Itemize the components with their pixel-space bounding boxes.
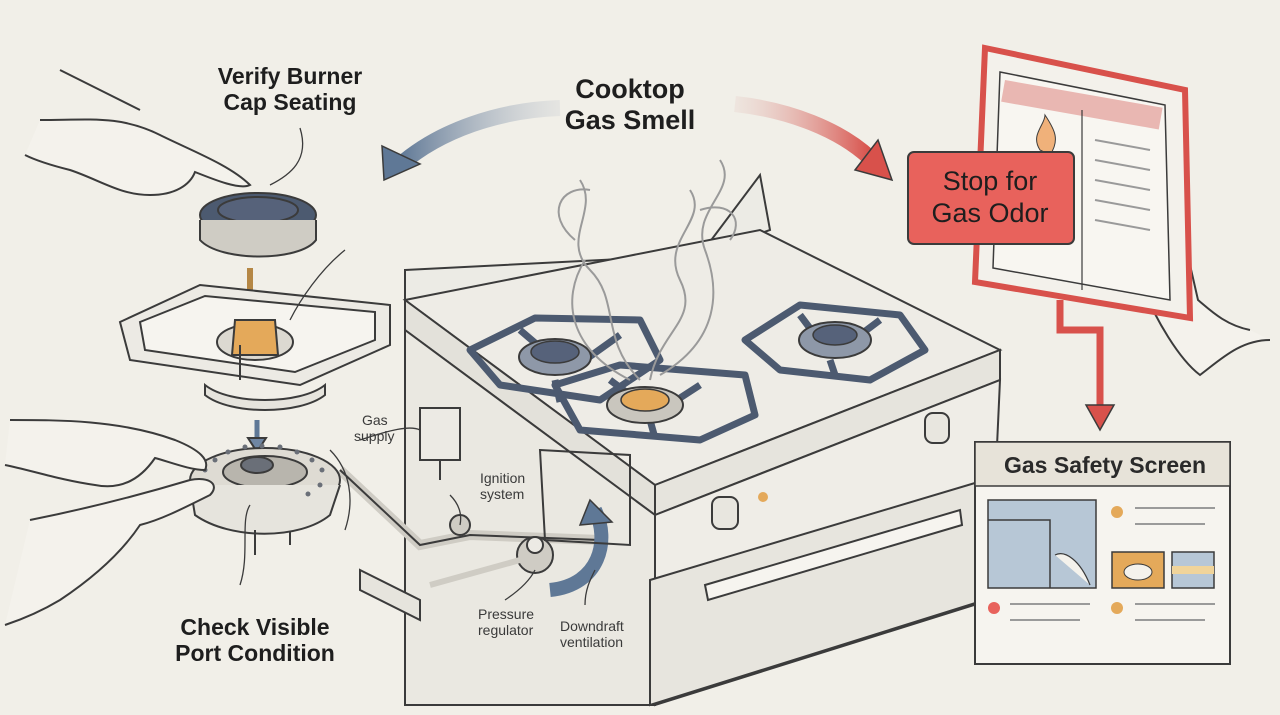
hand-pressing-base [4,419,215,626]
manual-to-screen-arrow [1056,300,1116,432]
stop-box-text: Stop for Gas Odor [912,165,1068,230]
arrow-to-stop-box [734,96,894,182]
center-title-line1: Cooktop [575,74,685,104]
ignition-label-line2: system [480,486,525,503]
downdraft-label-line2: ventilation [560,634,624,651]
control-knobs [711,412,950,530]
gas-supply-label: Gas supply [354,412,394,444]
downdraft-label-line1: Downdraft [560,618,624,634]
pressure-regulator-label-line1: Pressure [478,606,535,622]
port-condition-label: Check Visible Port Condition [160,614,350,667]
gas-safety-screen-title: Gas Safety Screen [1003,452,1206,478]
downdraft-label: Downdraft ventilation [560,618,624,650]
gas-supply-label-line1: Gas [362,412,388,428]
gas-line [336,407,601,622]
port-condition-label-line1: Check Visible [180,614,330,640]
gas-smoke [557,159,737,381]
arrow-to-burner-cap [381,100,561,182]
burner-cap-label-line1: Verify Burner [217,63,363,89]
burner-left [518,338,592,376]
ignition-label-line1: Ignition [480,470,526,486]
port-condition-label-line2: Port Condition [175,640,335,667]
center-title-line2: Gas Smell [564,105,696,136]
gas-safety-screen-panel [974,441,1231,665]
stop-box-line1: Stop for [942,166,1038,196]
callout-lines [239,127,596,606]
burner-front-lit [606,386,684,424]
stop-box [907,151,1075,245]
stop-box-line2: Gas Odor [931,198,1049,229]
burner-right [798,321,872,359]
stove [402,172,1003,707]
gas-supply-label-line2: supply [354,428,395,445]
center-title: Cooktop Gas Smell [555,74,705,136]
hand-pointing-cap [24,69,252,197]
burner-cap-label: Verify Burner Cap Seating [195,63,385,116]
ignition-label: Ignition system [480,470,525,502]
pressure-regulator-label: Pressure regulator [478,606,534,638]
burner-cap-label-line2: Cap Seating [223,89,357,116]
pressure-regulator-label-line2: regulator [478,622,534,639]
downdraft-duct [538,448,631,597]
